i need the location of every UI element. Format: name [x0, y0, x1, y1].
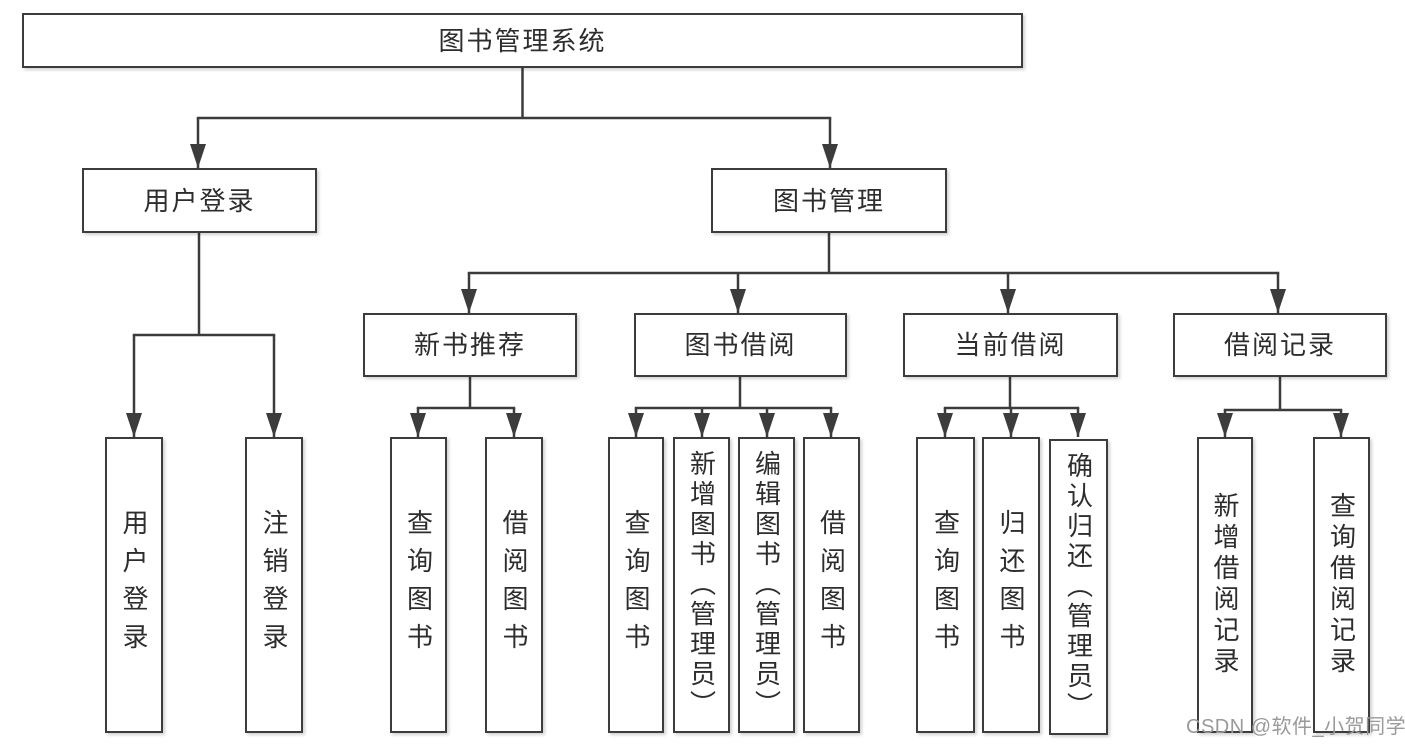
- leaf-bb-borrow-books: 借阅图书: [803, 437, 860, 733]
- leaf-br-query-record: 查询借阅记录: [1313, 437, 1370, 733]
- node-root: 图书管理系统: [22, 13, 1023, 68]
- node-borrow-records: 借阅记录: [1173, 313, 1387, 377]
- node-label: 借阅记录: [1223, 330, 1336, 360]
- node-label: 用户登录: [143, 185, 256, 216]
- leaf-user-login: 用户登录: [105, 437, 163, 733]
- node-label: 新增图书（管理员）: [686, 450, 717, 720]
- leaf-cb-query-books: 查询图书: [916, 437, 975, 733]
- leaf-logout: 注销登录: [245, 437, 303, 733]
- node-current-borrow: 当前借阅: [903, 313, 1118, 377]
- leaf-nb-borrow-books: 借阅图书: [485, 437, 543, 733]
- node-label: 新增借阅记录: [1210, 492, 1240, 678]
- node-label: 查询图书: [621, 509, 651, 661]
- node-label: 图书管理: [772, 185, 885, 216]
- leaf-bb-edit-books-admin: 编辑图书（管理员）: [738, 437, 795, 733]
- node-label: 查询图书: [403, 509, 434, 661]
- node-book-management: 图书管理: [711, 168, 947, 233]
- node-label: 新书推荐: [413, 330, 526, 360]
- node-label: 注销登录: [259, 509, 289, 661]
- watermark-text: CSDN @软件_小贺同学: [1186, 716, 1405, 738]
- leaf-cb-confirm-return-admin: 确认归还（管理员）: [1049, 439, 1108, 735]
- node-label: 查询图书: [930, 509, 961, 661]
- node-label: 图书管理系统: [438, 25, 607, 56]
- node-label: 借阅图书: [499, 509, 529, 661]
- node-user-login: 用户登录: [82, 168, 317, 233]
- leaf-cb-return-books: 归还图书: [982, 437, 1040, 733]
- node-label: 查询借阅记录: [1326, 492, 1357, 678]
- leaf-bb-query-books: 查询图书: [608, 437, 664, 733]
- node-label: 图书借阅: [684, 330, 797, 360]
- node-label: 借阅图书: [816, 509, 847, 661]
- node-book-borrow: 图书借阅: [634, 313, 847, 377]
- node-label: 确认归还（管理员）: [1063, 452, 1094, 722]
- node-label: 当前借阅: [954, 330, 1067, 360]
- leaf-bb-add-books-admin: 新增图书（管理员）: [673, 437, 730, 733]
- node-label: 编辑图书（管理员）: [751, 450, 782, 720]
- leaf-br-add-record: 新增借阅记录: [1197, 437, 1253, 733]
- leaf-nb-query-books: 查询图书: [390, 437, 447, 733]
- node-label: 用户登录: [119, 509, 149, 661]
- node-new-book-recommend: 新书推荐: [363, 313, 577, 377]
- node-label: 归还图书: [996, 509, 1026, 661]
